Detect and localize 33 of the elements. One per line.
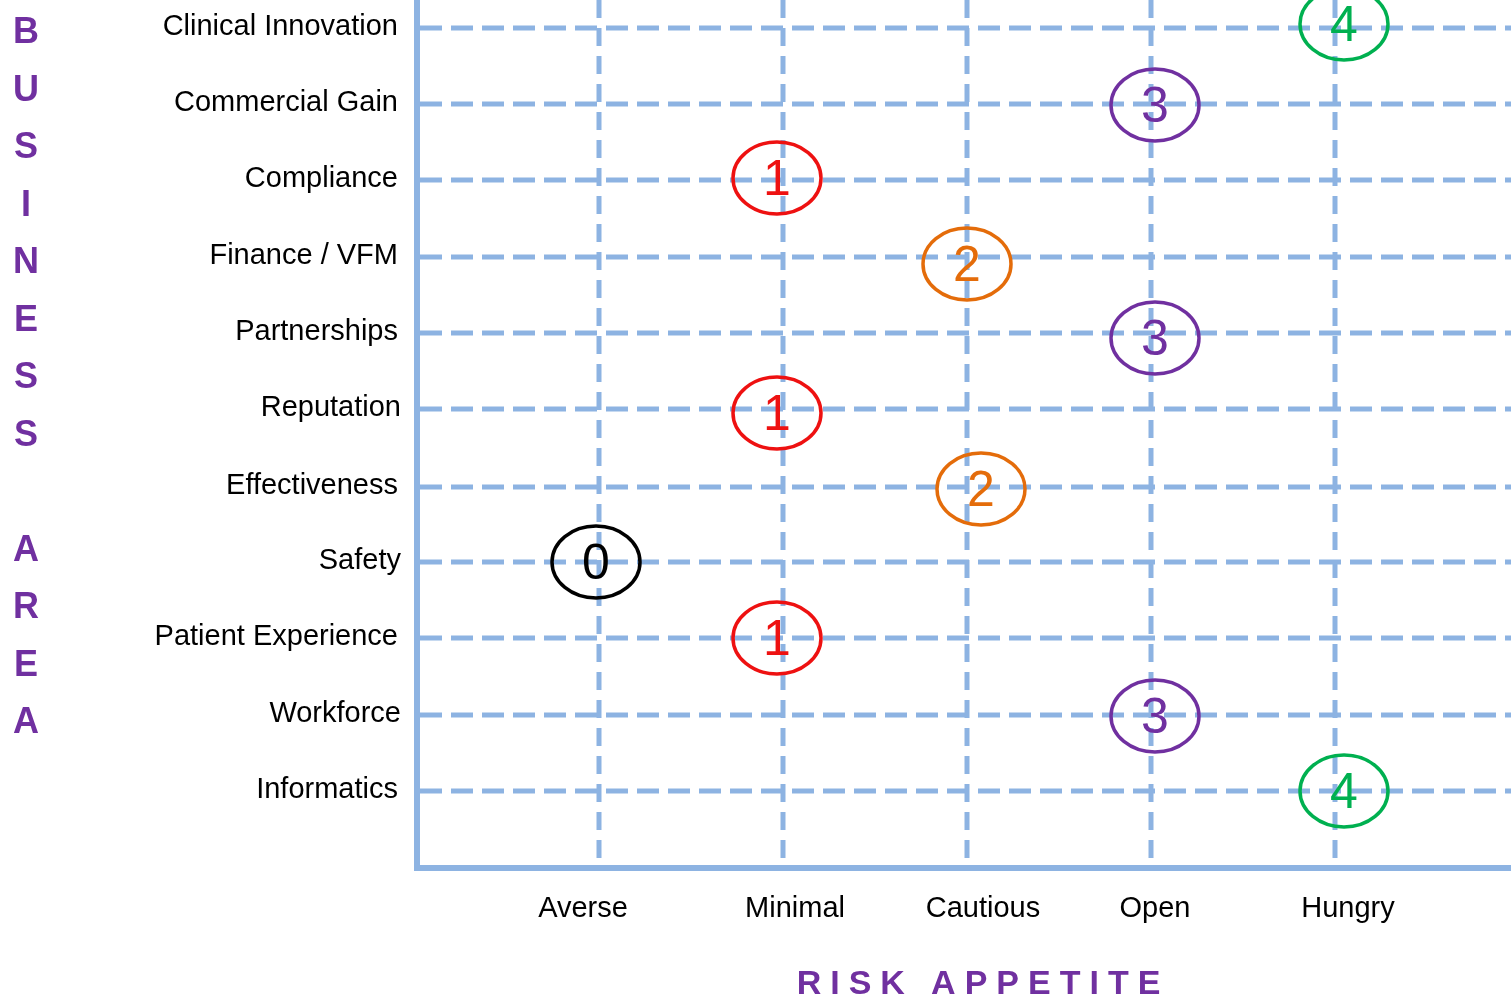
rating-circle: [921, 226, 1013, 302]
rating-circle: [1298, 753, 1390, 829]
rating-number: 1: [762, 153, 792, 203]
rating-number: 2: [966, 464, 996, 514]
column-label: Hungry: [1301, 890, 1395, 925]
axis-title: RISK APPETITE: [796, 962, 1170, 1003]
column-label: Minimal: [745, 890, 845, 925]
row-label: Patient Experience: [154, 618, 398, 653]
row-label: Clinical Innovation: [162, 8, 398, 43]
rating-number: 1: [762, 388, 792, 438]
row-label: Effectiveness: [226, 467, 398, 502]
rating-circle: [731, 375, 823, 451]
rating-number: 0: [581, 537, 611, 587]
row-label: Finance / VFM: [209, 237, 398, 272]
column-label: Averse: [538, 890, 628, 925]
rating-number: 1: [762, 613, 792, 663]
row-label: Commercial Gain: [174, 84, 398, 119]
axis-title: BUSINESS AREA: [12, 9, 40, 743]
row-label: Workforce: [269, 695, 401, 730]
rating-number: 2: [952, 239, 982, 289]
row-label: Informatics: [256, 771, 398, 806]
rating-circle: [731, 140, 823, 216]
row-label: Reputation: [260, 389, 401, 424]
row-label: Safety: [318, 542, 401, 577]
column-label: Cautious: [925, 890, 1041, 925]
row-label: Partnerships: [235, 313, 398, 348]
row-label: Compliance: [244, 160, 398, 195]
column-label: Open: [1119, 890, 1191, 925]
rating-circle: [550, 524, 642, 600]
rating-number: 4: [1329, 766, 1359, 816]
rating-circle: [731, 600, 823, 676]
rating-circle: [935, 451, 1027, 527]
rating-number: 4: [1329, 0, 1359, 49]
